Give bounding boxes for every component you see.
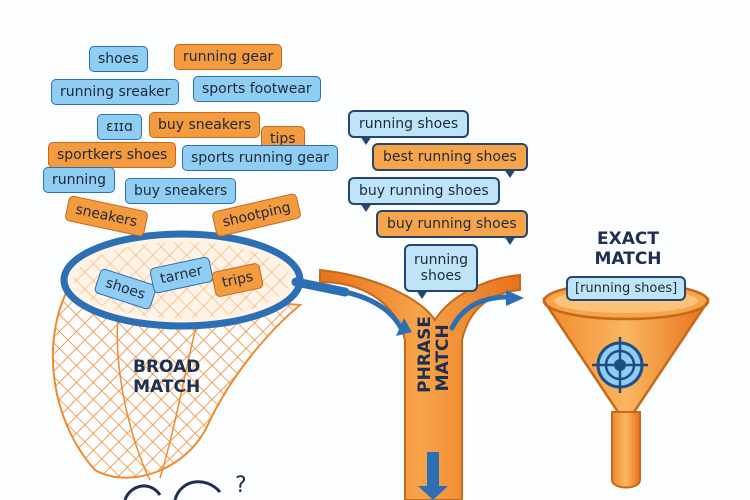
exact-keyword-badge: [running shoes]	[566, 276, 687, 301]
exact-match-label: EXACT MATCH	[594, 229, 662, 269]
keyword-tag: sports footwear	[193, 76, 321, 102]
phrase-bubble: running shoes	[404, 244, 478, 300]
phrase-bubble: running shoes	[348, 110, 470, 145]
phrase-match-label: PHRASE MATCH	[415, 316, 453, 393]
phrase-bubble: buy running shoes	[348, 177, 500, 212]
broad-match-label: BROAD MATCH	[133, 357, 201, 397]
decoration-curve-icon	[123, 484, 162, 500]
exact-keyword-text: [running shoes]	[575, 281, 678, 296]
phrase-bubble-text: buy running shoes	[387, 216, 517, 232]
phrase-bubble-text: best running shoes	[383, 149, 517, 165]
phrase-bubble: best running shoes	[372, 143, 528, 178]
keyword-tag: sports running gear	[182, 145, 339, 171]
keyword-tag: ɛɪɪɑ	[97, 114, 142, 140]
split-pipe-icon	[319, 268, 524, 500]
phrase-bubble: buy running shoes	[376, 210, 528, 245]
keyword-tag: shoes	[89, 46, 148, 72]
target-icon	[592, 337, 648, 393]
keyword-tag: running gear	[174, 44, 283, 70]
phrase-bubble-text: buy running shoes	[359, 183, 489, 199]
keyword-tag: running sreaker	[51, 79, 180, 105]
keyword-tag: sportkers shoes	[48, 142, 177, 168]
decoration-curve-icon	[173, 480, 222, 500]
question-mark-icon: ?	[235, 473, 247, 498]
phrase-bubble-text: running shoes	[359, 116, 459, 132]
keyword-tag: running	[43, 167, 116, 193]
keyword-tag: buy sneakers	[125, 178, 237, 204]
keyword-tag: buy sneakers	[149, 112, 261, 138]
phrase-bubble-text: running shoes	[413, 252, 469, 285]
